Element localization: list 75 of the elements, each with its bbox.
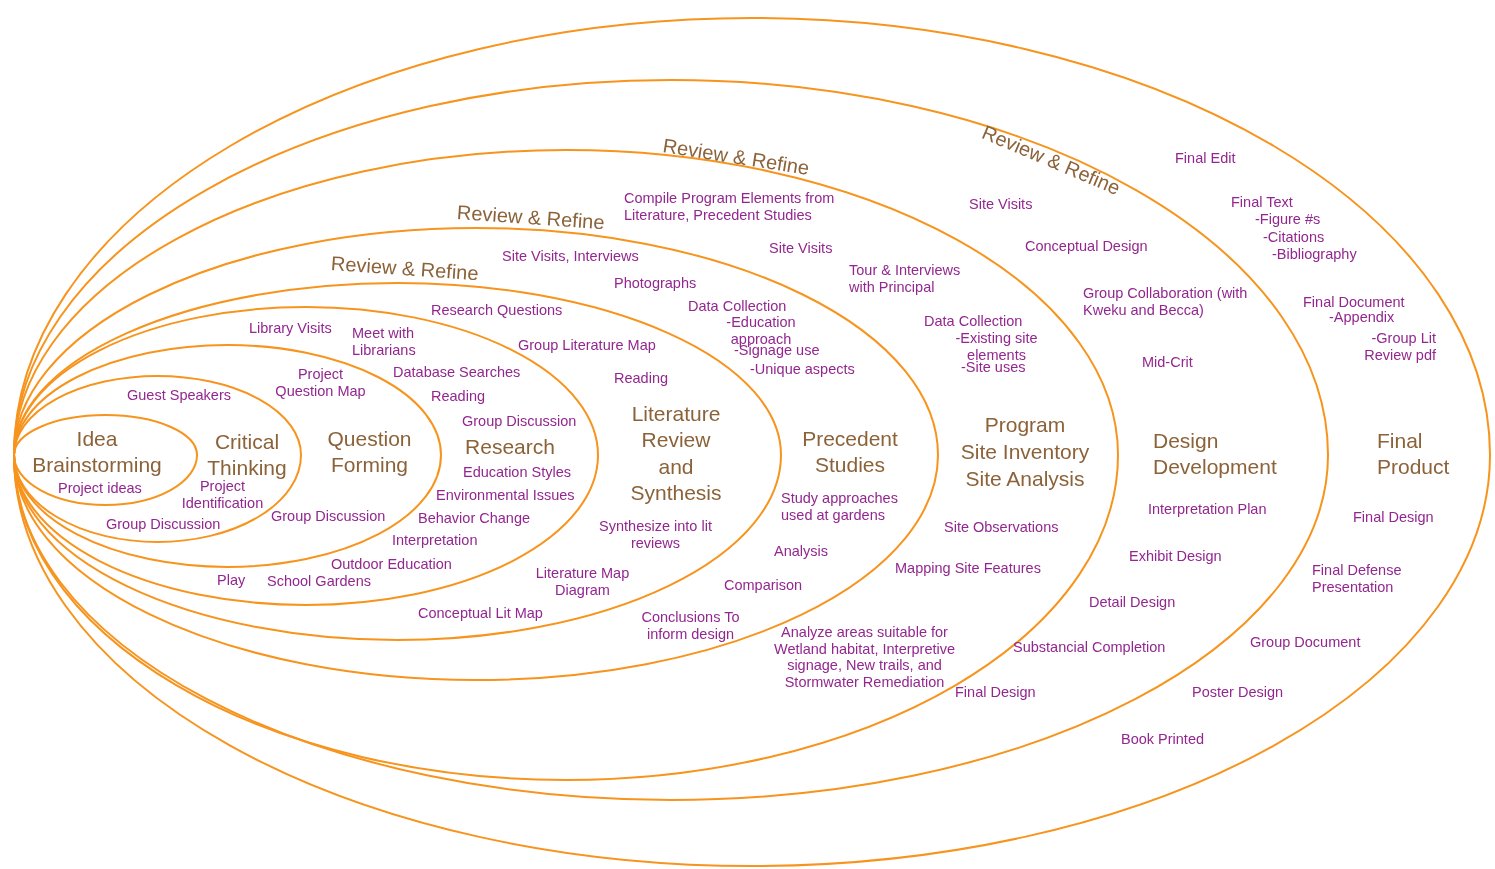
activity-label: Final Document: [1303, 294, 1405, 311]
stage-heading: Program: [983, 412, 1067, 438]
arc-label: Review & Refine: [661, 134, 811, 180]
activity-label: -Unique aspects: [750, 361, 855, 378]
activity-label: Education Styles: [463, 464, 571, 481]
arc-label: Review & Refine: [330, 252, 480, 286]
stage-heading: Site Analysis: [964, 466, 1086, 492]
activity-label: Meet with Librarians: [352, 325, 417, 359]
activity-label: Photographs: [614, 275, 697, 292]
activity-label: Analysis: [774, 543, 828, 560]
activity-label: Mid-Crit: [1142, 354, 1193, 371]
activity-label: Final Design: [955, 684, 1036, 701]
activity-label: Compile Program Elements from Literature, Precedent Studies: [624, 190, 836, 224]
activity-label: Site Visits: [969, 196, 1033, 213]
stage-heading: Question Forming: [326, 426, 413, 479]
stage-heading: Precedent Studies: [801, 426, 899, 479]
activity-label: Group Document: [1250, 634, 1361, 651]
activity-label: Final Text: [1231, 194, 1293, 211]
activity-label: -Appendix: [1329, 309, 1395, 326]
stage-heading: Site Inventory: [959, 439, 1091, 465]
activity-label: Library Visits: [249, 320, 332, 337]
activity-label: Database Searches: [393, 364, 521, 381]
activity-label: Interpretation Plan: [1148, 501, 1267, 518]
activity-label: Play: [217, 572, 246, 589]
activity-label: Synthesize into lit reviews: [598, 518, 713, 552]
activity-label: Project Identification: [180, 478, 264, 512]
activity-label: Analyze areas suitable for Wetland habitat, Interpretive signage, New trails, and Stormwater Remediation: [772, 624, 956, 691]
activity-label: Group Discussion: [462, 413, 577, 430]
activity-label: Reading: [431, 388, 485, 405]
activity-label: Group Collaboration (with Kweku and Becca): [1083, 285, 1248, 319]
activity-label: Final Design: [1353, 509, 1434, 526]
activity-label: -Bibliography: [1272, 246, 1357, 263]
activity-label: Comparison: [724, 577, 803, 594]
activity-label: Data Collection: [924, 313, 1023, 330]
activity-label: Project Question Map: [274, 366, 367, 400]
stage-heading: Design Development: [1153, 428, 1278, 481]
activity-label: School Gardens: [267, 573, 371, 590]
activity-label: Study approaches used at gardens: [781, 490, 899, 524]
activity-label: Detail Design: [1089, 594, 1176, 611]
activity-label: Substancial Completion: [1013, 639, 1166, 656]
activity-label: Data Collection: [688, 298, 787, 315]
activity-label: Conclusions To inform design: [640, 609, 741, 643]
activity-label: Site Observations: [944, 519, 1059, 536]
stage-heading: Literature Review and Synthesis: [629, 401, 723, 506]
activity-label: -Site uses: [961, 359, 1026, 376]
stage-heading: Final Product: [1377, 428, 1451, 481]
activity-label: Behavior Change: [418, 510, 531, 527]
stage-heading: Critical Thinking: [207, 429, 288, 481]
activity-label: Guest Speakers: [127, 387, 231, 404]
activity-label: Group Literature Map: [518, 337, 656, 354]
activity-label: Poster Design: [1192, 684, 1284, 701]
activity-label: Mapping Site Features: [895, 560, 1041, 577]
activity-label: Book Printed: [1121, 731, 1205, 748]
stage-heading: Idea Brainstorming: [31, 426, 163, 479]
activity-label: Conceptual Design: [1025, 238, 1148, 255]
activity-label: -Figure #s: [1255, 211, 1321, 228]
activity-label: Group Discussion: [271, 508, 386, 525]
activity-label: -Group Lit Review pdf: [1363, 330, 1436, 364]
activity-label: Environmental Issues: [436, 487, 575, 504]
activity-label: Tour & Interviews with Principal: [849, 262, 962, 296]
arc-label: Review & Refine: [456, 201, 606, 235]
activity-label: Site Visits, Interviews: [502, 248, 639, 265]
stage-heading: Research: [464, 434, 556, 460]
activity-label: -Citations: [1263, 229, 1325, 246]
activity-label: Interpretation: [392, 532, 478, 549]
activity-label: Literature Map Diagram: [534, 565, 631, 599]
activity-label: Conceptual Lit Map: [418, 605, 543, 622]
activity-label: Project ideas: [58, 480, 142, 497]
activity-label: Outdoor Education: [331, 556, 452, 573]
activity-label: Site Visits: [769, 240, 833, 257]
activity-label: Final Edit: [1175, 150, 1236, 167]
activity-label: Exhibit Design: [1129, 548, 1222, 565]
activity-label: Reading: [614, 370, 668, 387]
activity-label: Research Questions: [431, 302, 563, 319]
activity-label: Final Defense Presentation: [1312, 562, 1403, 596]
